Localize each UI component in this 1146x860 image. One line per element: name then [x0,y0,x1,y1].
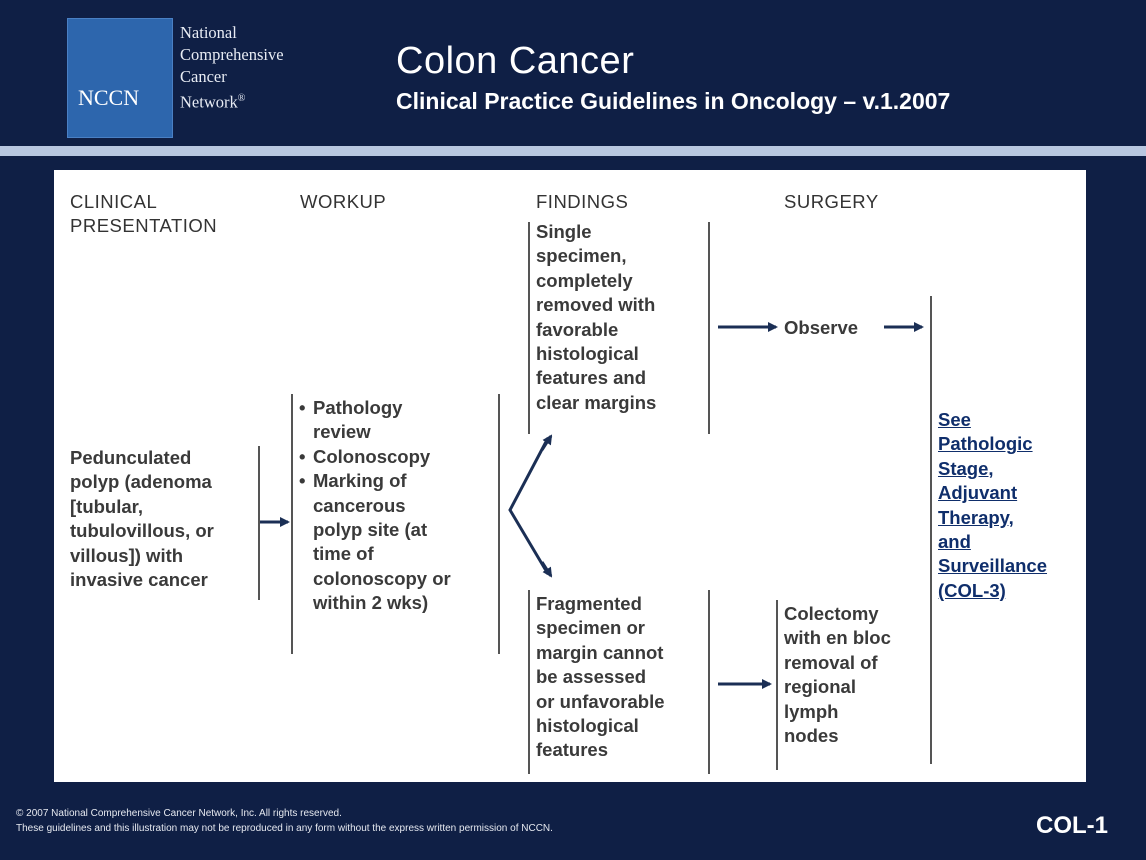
node-line: Pedunculated [70,447,192,468]
node-bracket [528,590,530,774]
header-divider [0,146,1146,156]
node-line: favorable [536,318,619,340]
node-line: cancerous [313,494,406,516]
node-line: removed with [536,294,656,316]
node-line: lymph [784,700,839,722]
heading-line: PRESENTATION [70,215,218,237]
column-heading-findings: FINDINGS [536,191,629,212]
node-bracket [708,590,710,774]
column-heading-surgery: SURGERY [784,191,879,212]
logo-name-word: Network [180,92,238,112]
node-line: Colectomy [784,603,879,624]
copyright-line: © 2007 National Comprehensive Cancer Net… [16,808,342,819]
node-line: histological [536,343,639,365]
node-bracket [528,222,530,434]
node-workup: Pathology review Colonoscopy Marking of … [299,396,499,616]
node-line: features and [536,367,647,389]
arrowhead-up [540,434,553,451]
node-line: polyp site (at [313,519,428,541]
column-heading-workup: WORKUP [300,191,387,212]
logo-name-line: Network® [180,88,360,114]
page-subtitle: Clinical Practice Guidelines in Oncology… [396,88,951,114]
node-line: polyp (adenoma [70,471,212,493]
node-line: with en bloc [784,627,891,649]
node-line: removal of [784,651,878,673]
arrow-branch [508,437,550,575]
see-col-3-link[interactable]: See Pathologic Stage, Adjuvant Therapy, … [938,408,1086,603]
node-line: invasive cancer [70,569,208,591]
node-line: nodes [784,725,839,747]
flow-arrows [260,322,924,689]
copyright-line: These guidelines and this illustration m… [16,823,553,834]
logo-name-line: Comprehensive [180,45,284,64]
link-line[interactable]: Adjuvant [938,482,1018,504]
node-bracket [291,394,293,654]
node-finding-unfavorable: Fragmented specimen or margin cannot be … [536,592,712,763]
logo-name-line: Cancer [180,67,227,86]
link-line[interactable]: See [938,409,971,430]
page-id: COL-1 [1036,812,1108,839]
node-finding-favorable: Single specimen, completely removed with… [536,220,712,415]
page-title: Colon Cancer [396,40,635,82]
node-line: [tubular, [70,495,143,517]
copyright-notice: © 2007 National Comprehensive Cancer Net… [16,806,553,836]
column-heading-clinical-presentation: CLINICAL PRESENTATION [70,190,217,239]
node-observe: Observe [784,317,859,338]
node-line: time of [313,543,374,565]
node-bracket [258,446,260,600]
nccn-logo: NCCN [67,18,173,138]
node-line: histological [536,715,639,737]
node-line: completely [536,269,633,291]
link-line[interactable]: Pathologic [938,433,1033,455]
workup-item-marking: Marking of cancerous polyp site (at time… [299,469,499,615]
node-colectomy: Colectomy with en bloc removal of region… [784,602,934,748]
node-line: Fragmented [536,593,642,614]
node-line: margin cannot [536,641,664,663]
node-line: specimen or [536,617,645,639]
node-bracket [498,394,500,654]
node-line: be assessed [536,666,647,688]
link-line[interactable]: (COL-3) [938,579,1006,601]
logo-organization-name: National Comprehensive Cancer Network® [180,22,360,114]
logo-abbreviation: NCCN [78,85,140,110]
node-line: features [536,739,608,761]
node-line: Marking of [313,470,407,492]
workup-item-colonoscopy: Colonoscopy [299,445,499,470]
node-line: tubulovillous, or [70,520,214,542]
node-line: Colonoscopy [313,445,431,467]
node-line: Single [536,221,592,242]
workup-item-pathology-review: Pathology review [299,396,499,445]
link-line[interactable]: Surveillance [938,555,1048,577]
logo-name-line: National [180,23,237,42]
node-line: within 2 wks) [313,592,429,614]
node-line: villous]) with [70,544,184,566]
header: NCCN National Comprehensive Cancer Netwo… [0,0,1146,146]
converge-bracket [930,296,932,764]
node-bracket [708,222,710,434]
node-line: or unfavorable [536,690,665,712]
link-line[interactable]: Therapy, [938,506,1014,528]
node-bracket [776,600,778,770]
node-line: Pathology [313,397,403,418]
node-line: review [313,421,371,443]
heading-line: CLINICAL [70,191,158,212]
node-line: specimen, [536,245,627,267]
link-line[interactable]: and [938,531,971,553]
node-presentation: Pedunculated polyp (adenoma [tubular, tu… [70,446,266,592]
node-line: colonoscopy or [313,567,451,589]
node-line: clear margins [536,391,657,413]
link-line[interactable]: Stage, [938,457,994,479]
flowchart-panel: CLINICAL PRESENTATION WORKUP FINDINGS SU… [54,170,1086,782]
registered-mark: ® [237,93,246,104]
arrowhead-down [540,561,553,578]
node-line: regional [784,676,856,698]
